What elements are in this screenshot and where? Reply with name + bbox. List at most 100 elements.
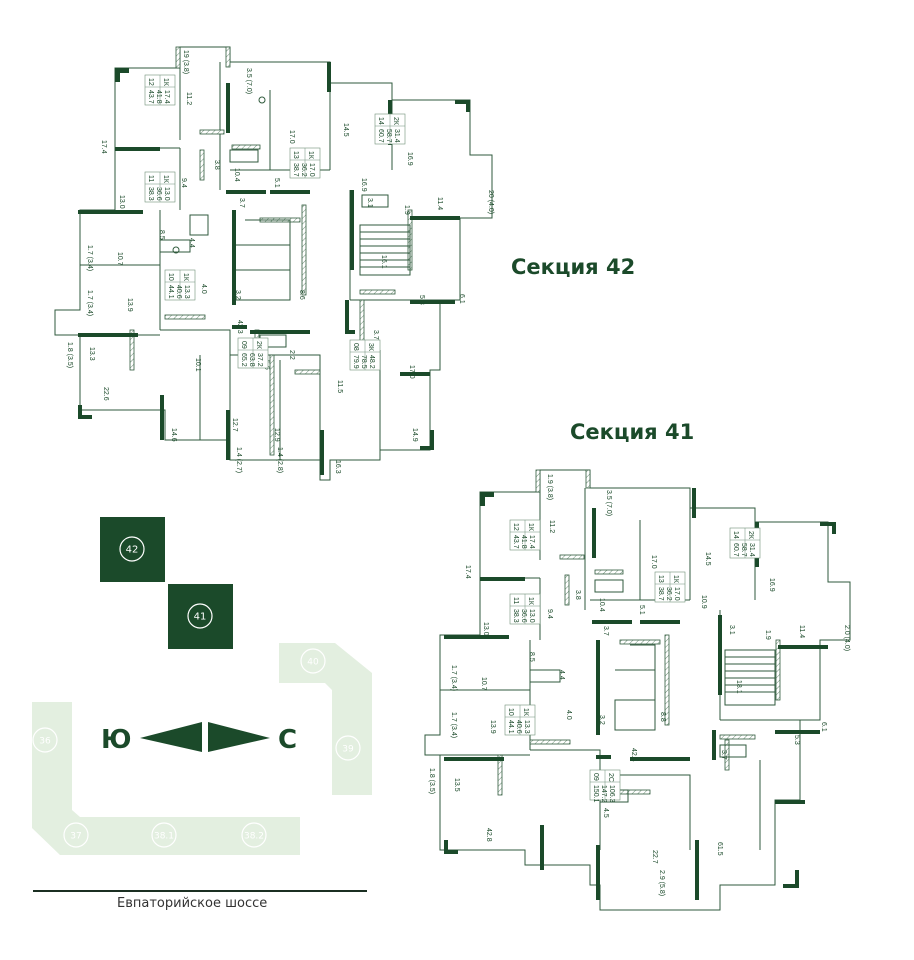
section-42-plan xyxy=(54,46,493,481)
room-area-label: 10.7 xyxy=(116,252,123,266)
room-area-label: 3.2 xyxy=(234,290,241,300)
apartment-living-area: 48.2 xyxy=(368,355,375,369)
apartment-living-area: 13.0 xyxy=(163,187,170,201)
room-area-label: 1.9 xyxy=(403,205,410,215)
apartment-living-area: 31.4 xyxy=(748,543,755,557)
room-area-label: 10.7 xyxy=(480,677,487,691)
room-area-label: 8.6 xyxy=(298,290,305,300)
apartment-number: 13 xyxy=(657,575,664,583)
room-area-label: 11.2 xyxy=(548,520,555,533)
section-42-title: Секция 42 xyxy=(511,255,636,279)
room-area-label: 1.8 (3.5) xyxy=(66,342,73,368)
room-area-label: 6.1 xyxy=(458,294,465,304)
apartment-total-area: 41.8 xyxy=(155,90,162,104)
room-area-label: 3.7 xyxy=(372,330,379,340)
apartment-living-area: 17.0 xyxy=(673,587,680,601)
room-area-label: 14.6 xyxy=(170,428,177,442)
room-area-label: 5.1 xyxy=(273,178,280,188)
room-area-label: 3.7 xyxy=(602,626,609,636)
room-area-label: 14.9 xyxy=(411,428,418,442)
block-38.1-marker[interactable] xyxy=(151,822,177,848)
room-area-label: 61.5 xyxy=(716,842,723,856)
block-37-marker[interactable] xyxy=(63,822,89,848)
room-area-label: 10.4 xyxy=(598,598,605,612)
block-39-marker[interactable] xyxy=(335,735,361,761)
room-area-label: 1.9 (3.8) xyxy=(546,474,553,500)
block-40-39-shape xyxy=(279,643,372,795)
block-41-marker xyxy=(187,603,213,629)
apartment-type: 1К xyxy=(182,273,189,282)
block-38.1-label: 38.1 xyxy=(154,832,174,842)
room-area-label: 11.5 xyxy=(336,380,343,393)
apartment-number: 10 xyxy=(507,708,514,716)
room-area-label: 3.7 xyxy=(720,750,727,760)
room-area-label: 1.7 (3.4) xyxy=(86,290,93,316)
room-area-label: 12.7 xyxy=(231,418,238,432)
apartment-area: 44.1 xyxy=(507,720,514,734)
apartment-living-area: 17.4 xyxy=(163,90,170,104)
room-area-label: 18.1 xyxy=(735,680,742,694)
room-area-label: 8.5 xyxy=(528,652,535,662)
room-area-label: 16.9 xyxy=(406,152,413,166)
room-area-label: 16.9 xyxy=(360,178,367,192)
apartment-type: 1К xyxy=(522,708,529,717)
room-area-label: 16.3 xyxy=(334,460,341,474)
apartment-area: 38.3 xyxy=(147,187,154,201)
room-area-label: 3.8 xyxy=(213,160,220,170)
room-area-label: 13.9 xyxy=(126,298,133,312)
room-area-label: 2.9 (5.8) xyxy=(658,870,665,896)
room-area-label: 19 (3.8) xyxy=(182,50,189,74)
room-area-label: 2.0 (4.0) xyxy=(843,625,850,651)
block-38.2-marker[interactable] xyxy=(241,822,267,848)
compass-south-label: Ю xyxy=(101,725,132,755)
apartment-number: 12 xyxy=(512,523,519,531)
room-area-label: 3.5 (7.0) xyxy=(245,68,252,94)
apartment-living-area: 106.3 xyxy=(608,785,615,803)
road-line xyxy=(33,890,367,892)
room-area-label: 6.1 xyxy=(820,722,827,732)
block-42[interactable] xyxy=(100,517,165,582)
apartment-number: 10 xyxy=(167,273,174,281)
apartment-total-area: 40.6 xyxy=(515,720,522,734)
apartment-living-area: 13.3 xyxy=(523,720,530,734)
arrow-south-icon xyxy=(140,722,202,752)
block-41-label: 41 xyxy=(194,612,207,623)
block-40-marker[interactable] xyxy=(300,648,326,674)
room-area-label: 8.5 xyxy=(158,230,165,240)
room-area-label: 1.7 (3.4) xyxy=(450,712,457,738)
apartment-type: 3К xyxy=(367,343,374,352)
room-area-label: 5.3 xyxy=(418,295,425,305)
stair-icon xyxy=(359,224,411,276)
apartment-total-area: 41.8 xyxy=(520,535,527,549)
room-area-label: 13.3 xyxy=(88,347,95,361)
apartment-living-area: 17.0 xyxy=(308,163,315,177)
room-area-label: 3.7 xyxy=(238,198,245,208)
room-area-label: 1.4 (2.8) xyxy=(276,447,283,473)
apartment-type: 2К xyxy=(747,531,754,540)
block-36-marker[interactable] xyxy=(32,727,58,753)
apartment-total-area: 40.6 xyxy=(175,285,182,299)
room-area-label: 13.5 xyxy=(453,778,460,792)
apartment-living-area: 13.0 xyxy=(528,609,535,623)
block-41[interactable] xyxy=(168,584,233,649)
apartment-type: 1К xyxy=(672,575,679,584)
room-area-label: 3.5 (7.0) xyxy=(605,490,612,516)
apartment-total-area: 36.2 xyxy=(300,163,307,177)
apartment-number: 11 xyxy=(512,597,519,604)
room-area-label: 1.7 (3.4) xyxy=(86,245,93,271)
room-area-label: 13.0 xyxy=(118,195,125,209)
